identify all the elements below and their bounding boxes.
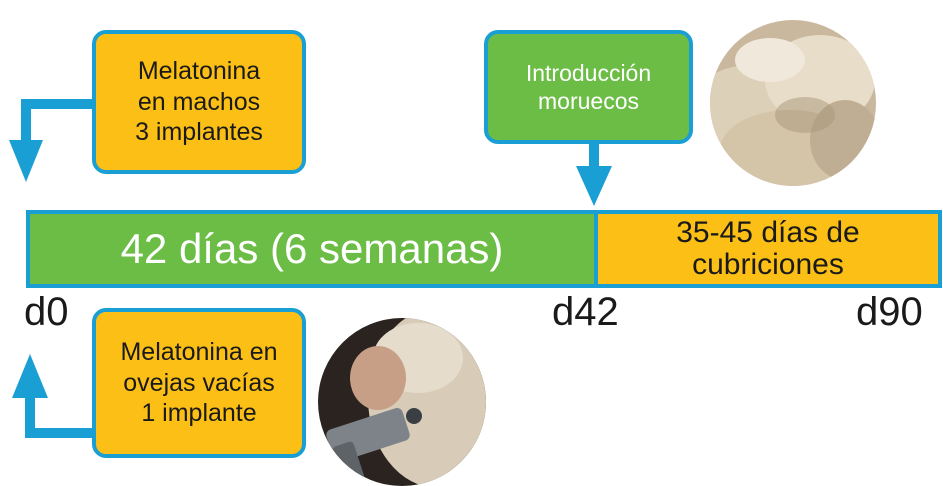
timeline-phase-mating-label: 35-45 días de cubriciones (676, 215, 860, 281)
box-ram-introduction-text: Introducción moruecos (525, 59, 652, 114)
tick-d0: d0 (24, 290, 69, 334)
tick-d42: d42 (552, 290, 619, 334)
box-melatonin-males: Melatonina en machos 3 implantes (92, 30, 306, 174)
arrow-down-mid-icon (576, 144, 612, 206)
implant-gun-photo (318, 318, 486, 486)
timeline-bar: 42 días (6 semanas) 35-45 días de cubric… (26, 210, 942, 288)
sheep-flock-photo (710, 20, 876, 186)
arrow-down-left-icon (9, 99, 92, 182)
timeline-phase-melatonin-label: 42 días (6 semanas) (120, 225, 504, 272)
box-ram-introduction: Introducción moruecos (484, 30, 693, 144)
timeline-phase-melatonin: 42 días (6 semanas) (30, 214, 598, 284)
tick-d90: d90 (856, 290, 923, 334)
box-melatonin-ewes-text: Melatonina en ovejas vacías 1 implante (120, 338, 278, 428)
arrow-up-left-icon (12, 354, 92, 438)
box-melatonin-males-text: Melatonina en machos 3 implantes (135, 57, 263, 147)
box-melatonin-ewes: Melatonina en ovejas vacías 1 implante (92, 308, 306, 458)
timeline-phase-mating: 35-45 días de cubriciones (598, 214, 938, 284)
